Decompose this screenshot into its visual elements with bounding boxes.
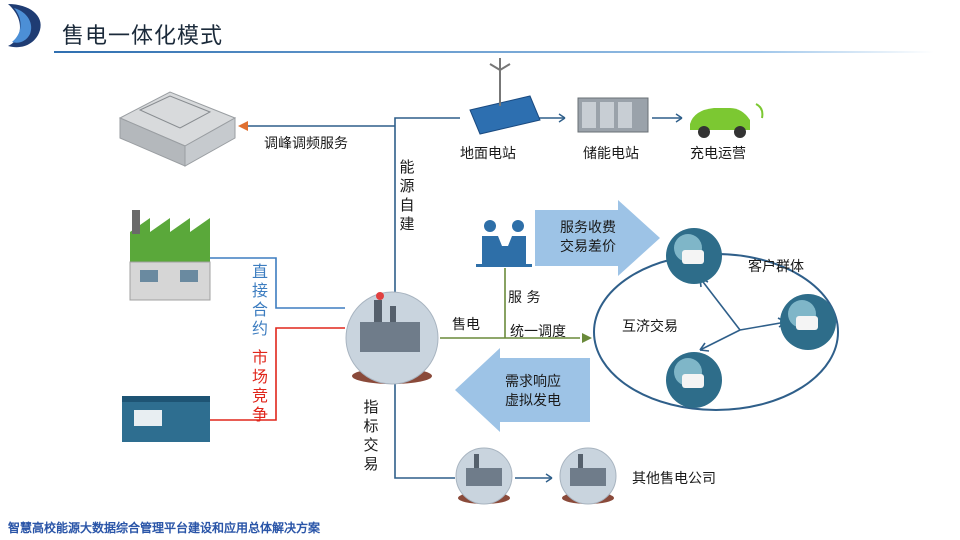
company-globe-small-icon <box>559 447 617 505</box>
globe-icon <box>780 294 836 350</box>
globe-icon <box>666 352 722 408</box>
footer-text: 智慧高校能源大数据综合管理平台建设和应用总体解决方案 <box>8 521 321 535</box>
arrowheads <box>238 121 592 343</box>
label-market-compete: 市场竞争 <box>251 348 268 424</box>
label-indicator-trade: 指标交易 <box>363 398 379 473</box>
wind-solar-station-icon <box>469 58 541 135</box>
label-direct-contract: 直接合约 <box>251 262 268 338</box>
label-mutual-trade: 互济交易 <box>622 319 678 335</box>
label-storage-station: 储能电站 <box>583 146 639 162</box>
label-energy-self-build: 能源自建 <box>399 158 415 233</box>
label-customer-group: 客户群体 <box>748 259 804 275</box>
mutual-arrows <box>699 277 787 352</box>
logo-icon <box>4 2 44 48</box>
company-globe-icon <box>345 291 439 385</box>
label-charging: 充电运营 <box>690 146 746 162</box>
title-underline <box>54 51 934 53</box>
label-demand-response: 需求响应 虚拟发电 <box>505 374 561 409</box>
line-energy-self-build <box>394 117 460 302</box>
electric-car-icon <box>690 103 764 138</box>
label-ground-station: 地面电站 <box>460 146 516 162</box>
label-service: 服 务 <box>508 290 541 306</box>
demand-response-arrow-icon <box>455 348 590 432</box>
service-fee-arrow-icon <box>535 200 660 276</box>
company-globe-small-icon <box>455 447 513 505</box>
line-indicator-trade <box>394 384 455 479</box>
line-direct-contract <box>210 257 345 309</box>
page-title: 售电一体化模式 <box>62 24 224 49</box>
factory-icon <box>129 210 211 301</box>
line-market-compete <box>210 327 345 421</box>
label-peak-service: 调峰调频服务 <box>264 136 348 152</box>
building-3d-icon <box>118 91 237 167</box>
label-service-fee: 服务收费 交易差价 <box>560 220 616 255</box>
storage-station-icon <box>577 97 649 133</box>
label-other-companies: 其他售电公司 <box>632 471 716 487</box>
arrow-peak-icon <box>238 121 248 131</box>
small-arrows <box>515 113 683 483</box>
office-building-icon <box>122 396 210 442</box>
connector-lines <box>210 117 580 479</box>
handshake-icon <box>476 220 532 267</box>
globe-icon <box>666 228 722 284</box>
label-sell-power: 售电 <box>452 317 480 333</box>
label-unified-dispatch: 统一调度 <box>510 324 566 340</box>
arrow-dispatch-icon <box>582 333 592 343</box>
